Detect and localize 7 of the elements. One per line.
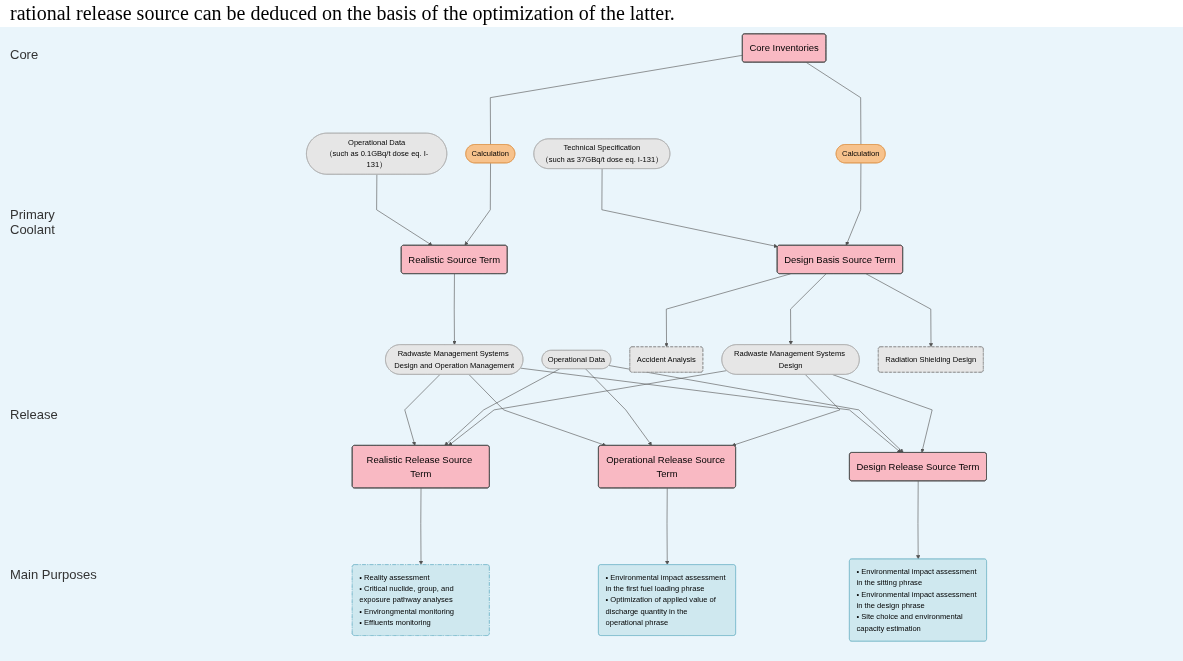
row-label: Core bbox=[10, 47, 40, 62]
connector bbox=[805, 61, 862, 145]
row-label: Release bbox=[10, 407, 59, 422]
caption-text: rational release source can be deduced on the basis of the optimization of the latter. bbox=[0, 0, 1183, 27]
row-label: Main Purposes bbox=[10, 567, 98, 582]
row-label: Primary Coolant bbox=[10, 207, 56, 237]
connector bbox=[490, 54, 743, 145]
